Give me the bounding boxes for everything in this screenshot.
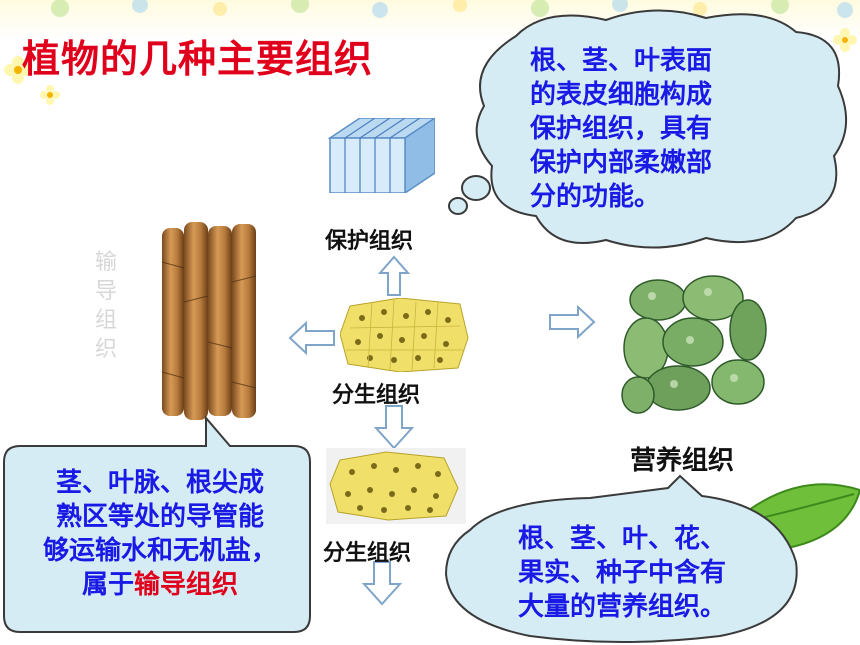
meristem-tissue-label-top: 分生组织 — [332, 383, 421, 408]
meristem-tissue-image-top — [340, 298, 469, 372]
conductive-callout-text: 茎、叶脉、根尖成 熟区等处的导管能 够运输水和无机盐， 属于输导组织 — [12, 466, 308, 602]
callout-line: 茎、叶脉、根尖成 — [55, 468, 264, 498]
arrow-down-icon — [374, 405, 414, 450]
bubble-line: 分的功能。 — [530, 182, 661, 212]
bubble-line: 保护内部柔嫩部 — [530, 148, 713, 178]
protective-tissue-image — [327, 118, 435, 193]
protective-thought-bubble — [448, 9, 848, 249]
conductive-tissue-image — [161, 222, 257, 420]
vertical-char: 织 — [94, 337, 117, 362]
nutrient-callout — [444, 474, 798, 643]
callout-prefix: 属于 — [81, 570, 134, 600]
bubble-line: 保护组织，具有 — [530, 114, 713, 144]
page-title: 植物的几种主要组织 — [22, 37, 374, 81]
bubble-line: 的表皮细胞构成 — [530, 80, 713, 110]
arrow-up-icon — [378, 255, 410, 296]
vertical-char: 输 — [94, 250, 117, 275]
vertical-char: 组 — [94, 308, 117, 333]
nutrient-callout-text: 根、茎、叶、花、 果实、种子中含有 大量的营养组织。 — [518, 522, 726, 624]
conductive-tissue-vertical-label: 输 导 组 织 — [94, 248, 118, 364]
conductive-callout — [3, 416, 311, 633]
arrow-right-icon — [549, 304, 596, 340]
arrow-left-icon — [288, 320, 335, 356]
vertical-char: 导 — [94, 279, 117, 304]
nutrient-tissue-label: 营养组织 — [630, 446, 735, 476]
flower-icon — [4, 56, 32, 84]
protective-tissue-label: 保护组织 — [325, 229, 414, 254]
callout-line: 大量的营养组织。 — [518, 592, 727, 622]
bubble-line: 根、茎、叶表面 — [530, 46, 713, 76]
nutrient-tissue-image — [621, 275, 767, 414]
callout-line: 果实、种子中含有 — [518, 558, 727, 588]
callout-line: 属于输导组织 — [12, 568, 308, 602]
banner-decoration — [4, 0, 857, 105]
callout-line: 够运输水和无机盐， — [42, 536, 277, 566]
meristem-tissue-label-bottom: 分生组织 — [323, 541, 412, 566]
callout-line: 根、茎、叶、花、 — [518, 524, 727, 554]
meristem-tissue-image-bottom — [326, 448, 466, 524]
protective-bubble-text: 根、茎、叶表面 的表皮细胞构成 保护组织，具有 保护内部柔嫩部 分的功能。 — [530, 44, 712, 214]
arrow-down-icon — [362, 561, 402, 606]
callout-line: 熟区等处的导管能 — [55, 502, 264, 532]
conductive-tissue-highlight: 输导组织 — [134, 570, 239, 600]
